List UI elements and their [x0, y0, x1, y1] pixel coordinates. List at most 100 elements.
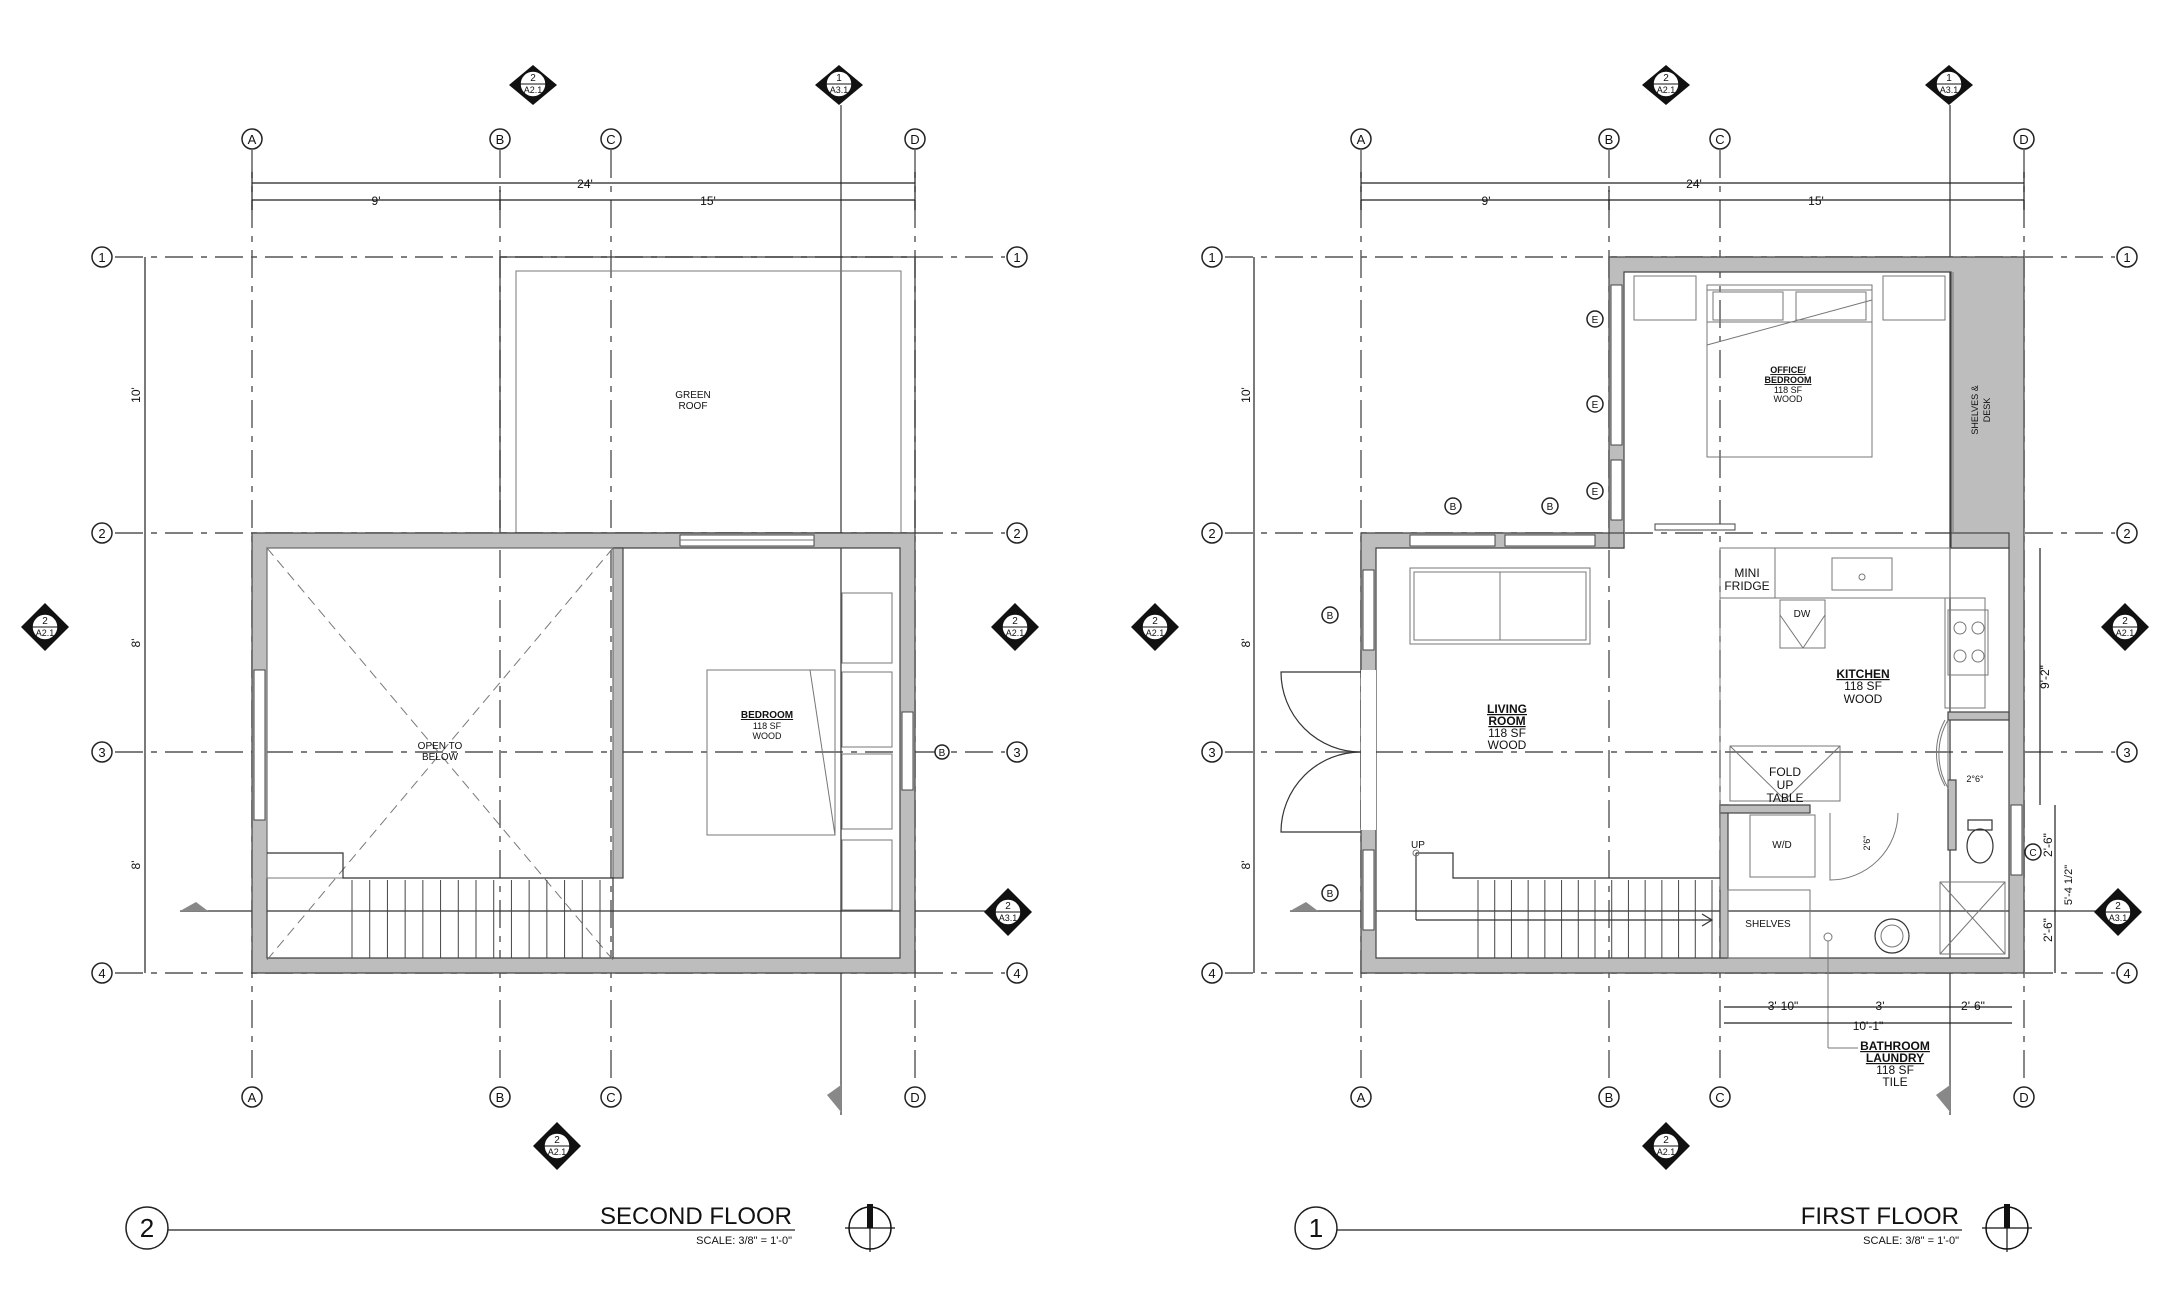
- svg-text:A2.1: A2.1: [1006, 628, 1025, 638]
- kitchen-counter: [1719, 547, 1951, 599]
- section-arrow-icon: [1936, 1085, 1950, 1112]
- dimension-2-3: 8': [1239, 639, 1253, 648]
- north-arrow-icon: [1982, 1204, 2032, 1252]
- entry-door-opening: [1361, 670, 1376, 830]
- dimension-v-total: 9'-2": [2038, 665, 2052, 689]
- kitchen-finish: WOOD: [1844, 692, 1883, 706]
- fold-up-table-label: FOLD: [1769, 765, 1801, 779]
- second-floor-plan: GREEN ROOF OPEN TO BELOW BEDROOM 118 SF …: [21, 65, 1039, 1252]
- bed: [1706, 284, 1873, 458]
- living-room-name: LIVING: [1487, 702, 1527, 716]
- dimension-v-3: 2'-6": [2041, 918, 2055, 942]
- section-marker-top-right: 1 A3.1: [815, 65, 863, 105]
- bathroom-area: 118 SF: [1876, 1063, 1914, 1077]
- open-to-below-label: BELOW: [422, 752, 459, 763]
- living-room-finish: WOOD: [1488, 738, 1527, 752]
- bathroom-finish: TILE: [1882, 1075, 1907, 1089]
- grid-bubble-b: B: [496, 1090, 505, 1105]
- grid-bubble-1: 1: [2123, 250, 2130, 265]
- dimension-overall-width: 24': [577, 177, 593, 191]
- window: [2010, 804, 2023, 876]
- section-marker-top: 2 A2.1: [509, 65, 557, 105]
- svg-text:2: 2: [42, 616, 48, 627]
- bedroom-area: 118 SF: [753, 721, 782, 731]
- entry-door-swing: [1280, 751, 1362, 833]
- grid-bubble-2: 2: [2123, 526, 2130, 541]
- grid-bubble-c: C: [1715, 132, 1724, 147]
- fold-up-table-label: UP: [1777, 778, 1794, 792]
- nightstand: [1882, 275, 1946, 321]
- dimension-a-b: 9': [1482, 194, 1491, 208]
- stair-treads: [351, 880, 601, 958]
- svg-text:B: B: [1450, 502, 1457, 513]
- bed: [706, 669, 836, 836]
- floor-drain-icon: [1823, 932, 1833, 942]
- drawing-number-bubble: [1294, 1206, 1338, 1250]
- svg-text:1: 1: [836, 73, 842, 84]
- dimension-overall-width: 24': [1686, 177, 1702, 191]
- grid-bubble-d: D: [2019, 1090, 2028, 1105]
- section-marker-left: 2 A2.1: [1131, 603, 1179, 651]
- svg-text:A3.1: A3.1: [999, 913, 1018, 923]
- svg-text:2: 2: [2122, 616, 2128, 627]
- green-roof-label: GREEN: [675, 390, 711, 401]
- interior-wall: [1947, 711, 2010, 721]
- kitchen-area: 118 SF: [1844, 679, 1882, 693]
- svg-text:E: E: [1592, 487, 1599, 498]
- svg-text:2: 2: [1012, 616, 1018, 627]
- pillow: [1712, 291, 1784, 321]
- grid-bubble-2: 2: [1013, 526, 1020, 541]
- grid-bubble-a: A: [1357, 1090, 1366, 1105]
- interior-wall: [612, 547, 624, 879]
- bedroom-name: BEDROOM: [741, 710, 793, 721]
- dimension-3-4: 8': [129, 861, 143, 870]
- dimension-v-2: 5'-4 1/2": [2063, 865, 2075, 905]
- shower: [1939, 881, 2006, 955]
- shelves-desk-label: DESK: [1982, 398, 1992, 423]
- entry-door-swing: [1280, 671, 1362, 753]
- drawing-scale: SCALE: 3/8" = 1'-0": [696, 1235, 792, 1247]
- section-marker-horizontal: 2 A3.1: [2094, 888, 2142, 936]
- grid-bubble-b: B: [496, 132, 505, 147]
- burner-icon: [1953, 649, 1967, 663]
- open-to-below-area: [266, 547, 614, 879]
- window: [1362, 849, 1375, 931]
- interior-wall: [1719, 804, 1811, 814]
- living-room-name: ROOM: [1488, 714, 1525, 728]
- grid-bubbles: A B C D A B C D 1 2 3 4 1 2 3 4: [91, 128, 1028, 1108]
- section-arrow-icon: [1290, 902, 1318, 911]
- grid-bubble-3: 3: [1208, 745, 1215, 760]
- grid-bubble-4: 4: [2123, 966, 2130, 981]
- grid-bubble-3: 3: [1013, 745, 1020, 760]
- grid-bubble-c: C: [606, 1090, 615, 1105]
- svg-text:A2.1: A2.1: [524, 85, 543, 95]
- svg-text:A3.1: A3.1: [830, 85, 849, 95]
- grid-bubble-3: 3: [98, 745, 105, 760]
- door-size-label: 2°6°: [1966, 774, 1984, 784]
- window-tags-b: B B B B: [1321, 497, 1559, 902]
- sofa: [1409, 567, 1591, 645]
- svg-text:A3.1: A3.1: [1940, 85, 1959, 95]
- section-arrow-icon: [180, 902, 208, 911]
- fold-up-table-label: TABLE: [1766, 791, 1803, 805]
- drawing-scale: SCALE: 3/8" = 1'-0": [1863, 1235, 1959, 1247]
- door-threshold: [1654, 523, 1736, 531]
- grid-bubble-b: B: [1605, 132, 1614, 147]
- grid-bubble-d: D: [910, 1090, 919, 1105]
- dimension-b-d: 15': [1808, 194, 1824, 208]
- svg-text:B: B: [1547, 502, 1554, 513]
- svg-text:A2.1: A2.1: [1657, 85, 1676, 95]
- window: [1362, 569, 1375, 651]
- window-tags-e: E E E: [1586, 310, 1604, 500]
- range: [1947, 609, 1989, 676]
- burner-icon: [1971, 649, 1985, 663]
- grid-bubble-4: 4: [98, 966, 105, 981]
- living-room-area: 118 SF: [1488, 726, 1526, 740]
- svg-text:E: E: [1592, 315, 1599, 326]
- dimension-bath-2: 3': [1876, 999, 1885, 1013]
- drawing-number-bubble: [125, 1206, 169, 1250]
- office-name: OFFICE/: [1770, 365, 1806, 375]
- bathroom-name: BATHROOM: [1860, 1039, 1930, 1053]
- dimension-bath-total: 10'-1": [1853, 1019, 1884, 1033]
